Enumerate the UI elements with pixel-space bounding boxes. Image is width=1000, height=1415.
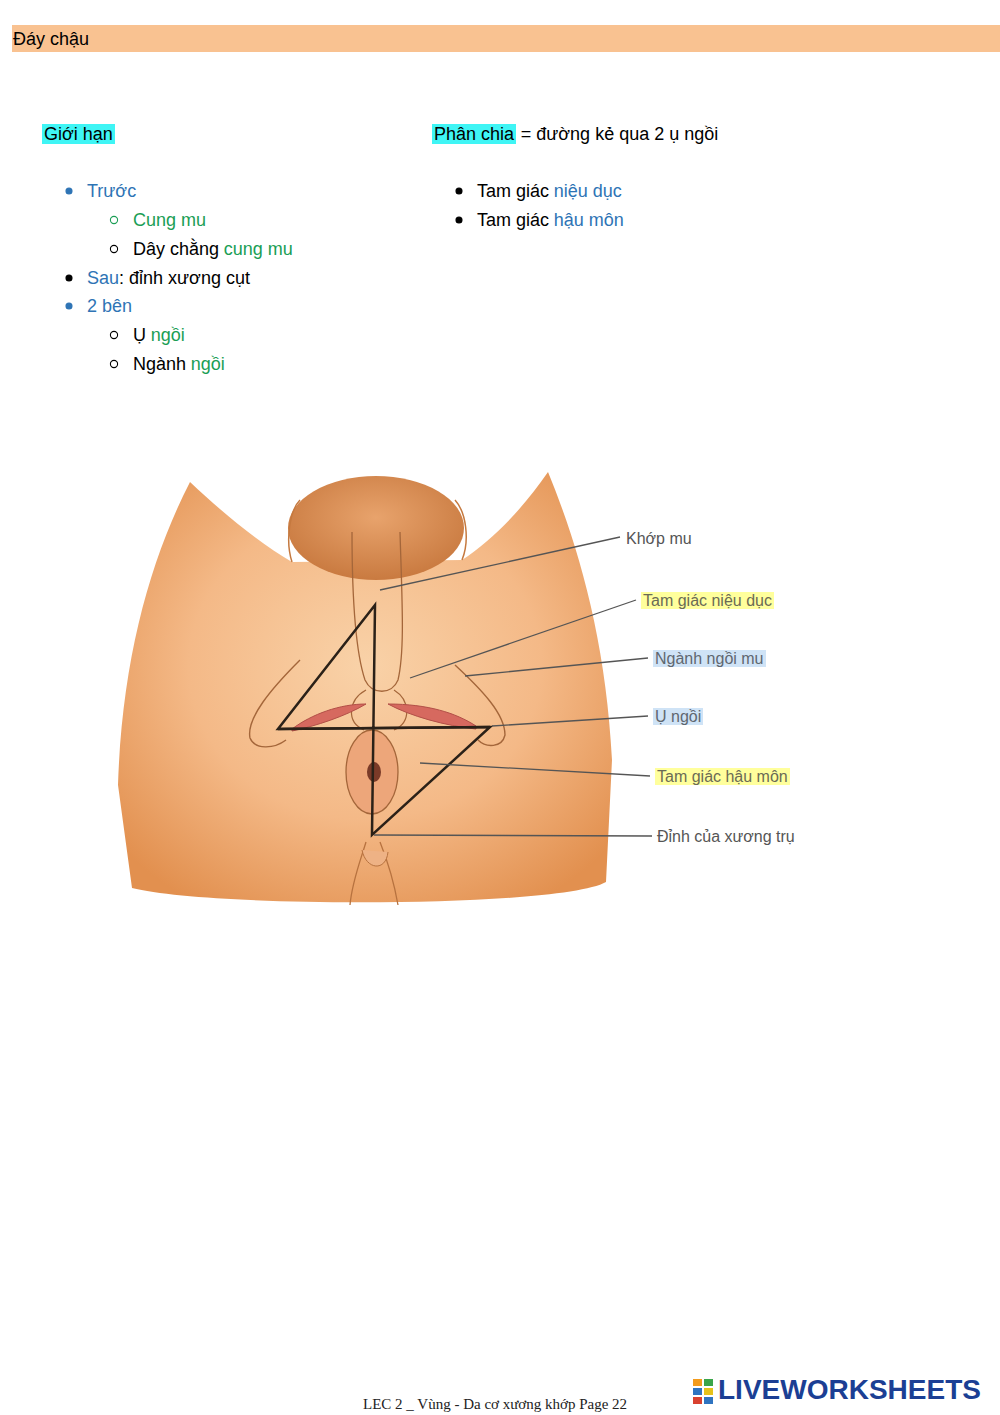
bullet-text: : đỉnh xương cụt (119, 268, 250, 288)
body-outline (118, 472, 612, 902)
bullet-dot (456, 217, 462, 223)
leader-line (492, 716, 648, 726)
bullet-text: Ụ (133, 325, 146, 345)
bullet-ring (110, 360, 117, 367)
text-line: Tam giác hậu môn (655, 766, 790, 787)
bullet-text: ngồi (151, 325, 185, 345)
text-line: Tam giác niệu dục (641, 590, 774, 611)
bullet-text: Ngành (133, 354, 186, 374)
text-line: Tam giáchậu môn (477, 209, 624, 232)
text-line: Trước (87, 180, 136, 203)
bullet-text: 2 bên (87, 296, 132, 316)
leader-lines (374, 537, 652, 836)
text-line: Đáy chậu (13, 28, 89, 51)
bullet-dot (66, 303, 72, 309)
text-line: Tam giácniệu dục (477, 180, 622, 203)
coccyx-tip (362, 850, 388, 866)
bullet-text: Trước (87, 181, 136, 201)
part-label: Khớp mu (626, 530, 692, 547)
part-label: Ụ ngồi (653, 708, 703, 725)
leader-line (374, 835, 652, 836)
ischiopubic-ramus (250, 660, 300, 747)
bullet-text: Tam giác (477, 210, 549, 230)
part-label: Tam giác niệu dục (641, 592, 774, 609)
text-line: LIVEWORKSHEETS (718, 1372, 981, 1408)
text-line: Cung mu (133, 209, 206, 232)
text-line: Khớp mu (626, 528, 692, 549)
bullet-text: niệu dục (554, 181, 622, 201)
bullet-text: Sau (87, 268, 119, 288)
gluteal-cleft (350, 842, 398, 905)
header-band (12, 25, 1000, 52)
text-line: Dây chằngcung mu (133, 238, 293, 261)
text-line: LEC 2 _ Vùng - Da cơ xương khớp Page 22 (363, 1394, 627, 1414)
bullet-dot (456, 188, 462, 194)
interischial-line (278, 727, 490, 729)
penis-outline (352, 532, 402, 691)
text-line: Ụngồi (133, 324, 185, 347)
bullet-text: hậu môn (554, 210, 624, 230)
leader-line (420, 763, 650, 776)
bullet-text: ngồi (191, 354, 225, 374)
bullet-text: Cung mu (133, 210, 206, 230)
bullet-dot (66, 188, 72, 194)
bullet-ring (110, 331, 117, 338)
text-line: Đỉnh của xương trụ (657, 826, 795, 847)
text-line: Ngành ngồi mu (653, 648, 766, 669)
bullet-text: cung mu (224, 239, 293, 259)
perineal-diamond (278, 605, 490, 835)
part-label: Tam giác hậu môn (655, 768, 790, 785)
leader-line (380, 537, 620, 590)
section-heading: Phân chia (432, 124, 516, 144)
logo-text: LIVEWORKSHEETS (718, 1374, 981, 1405)
text-line: Ngànhngồi (133, 353, 225, 376)
text-line: 2 bên (87, 295, 132, 318)
bullet-ring (110, 245, 117, 252)
part-label: Ngành ngồi mu (653, 650, 766, 667)
text-line: Sau: đỉnh xương cụt (87, 267, 250, 290)
bullet-text: Tam giác (477, 181, 549, 201)
footer-text: LEC 2 _ Vùng - Da cơ xương khớp Page 22 (363, 1396, 627, 1412)
leader-line (410, 600, 636, 678)
page-title: Đáy chậu (13, 29, 89, 49)
transverse-perineal-muscle (388, 704, 476, 729)
section-heading: Giới hạn (42, 124, 115, 144)
logo-icon (693, 1379, 713, 1404)
part-label: Đỉnh của xương trụ (657, 828, 795, 845)
text-line: Phân chia= đường kẻ qua 2 ụ ngồi (432, 123, 718, 146)
scrotum (288, 476, 464, 580)
bullet-dot (66, 275, 72, 281)
transverse-perineal-muscle (292, 704, 366, 731)
text-line: Giới hạn (42, 123, 115, 146)
bullet-text: Dây chằng (133, 239, 219, 259)
perineum-drawing (118, 472, 612, 905)
ischiopubic-ramus (455, 665, 505, 745)
bullet-ring (110, 216, 117, 223)
leader-line (465, 658, 648, 676)
text-line: Ụ ngồi (653, 706, 703, 727)
definition-text: = đường kẻ qua 2 ụ ngồi (521, 124, 719, 144)
